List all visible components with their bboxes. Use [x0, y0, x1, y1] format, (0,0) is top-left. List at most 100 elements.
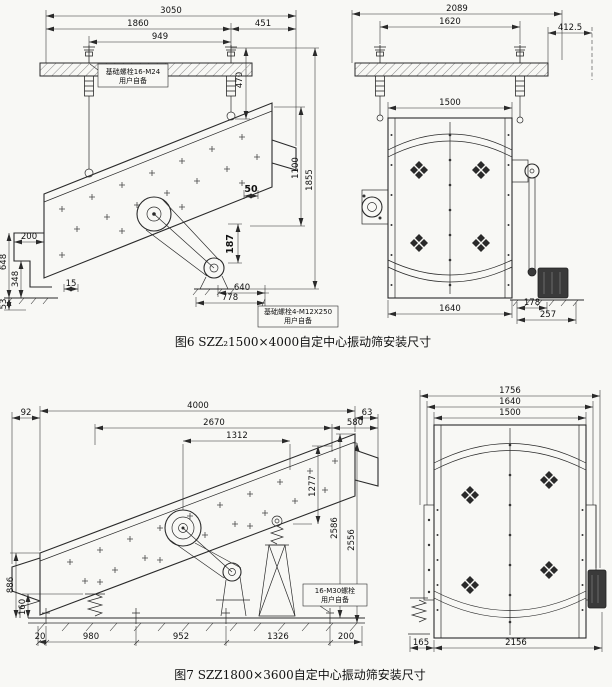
drive-arm	[153, 213, 215, 269]
mesh-icon	[540, 561, 558, 579]
screen-body-outline	[43, 102, 273, 279]
fig7-side-view: 92 4000 63 2670 580 1312	[6, 401, 379, 646]
bolt-callout: 16-M30螺栓 用户自备	[302, 583, 368, 613]
anchor-bolts	[42, 608, 334, 624]
mesh-icon	[472, 234, 490, 252]
shaft-flange	[361, 189, 389, 225]
dim-886: 886	[6, 577, 16, 593]
dim-1500: 1500	[499, 408, 521, 418]
deck-line	[39, 441, 356, 562]
ground-hatch	[192, 288, 235, 296]
side-rails	[394, 118, 506, 298]
dim-53: 53	[0, 299, 9, 310]
v-belt	[169, 539, 242, 579]
dim-257: 257	[540, 310, 556, 320]
dim-1326: 1326	[267, 632, 289, 642]
bolt-label-top: 基础螺栓16-M24	[106, 67, 161, 76]
bolt-note: 用户自备	[321, 595, 349, 604]
mesh-icon	[540, 471, 558, 489]
dim-63: 63	[362, 408, 373, 418]
seam-bolts	[448, 133, 452, 287]
hanger-left	[82, 44, 96, 178]
dim-470: 470	[235, 72, 245, 88]
vibrator-pulley	[136, 196, 172, 232]
dim-1100: 1100	[291, 157, 301, 179]
dim-1620: 1620	[439, 17, 461, 27]
dim-20: 20	[35, 632, 46, 642]
dim-980: 980	[83, 632, 99, 642]
mesh-icon	[461, 486, 479, 504]
screen-perforation-marks	[66, 457, 339, 586]
motor	[587, 569, 607, 609]
dim-778: 778	[222, 293, 238, 303]
dim-1756: 1756	[499, 386, 521, 396]
left-mount-channel	[408, 504, 435, 635]
rear-spring-pedestal	[258, 515, 296, 617]
dim-1640: 1640	[499, 397, 521, 407]
dim-200: 200	[21, 232, 37, 242]
dim-50: 50	[244, 184, 258, 195]
dim-92: 92	[21, 408, 32, 418]
dim-200: 200	[338, 632, 354, 642]
dim-348: 348	[11, 271, 21, 287]
fig7-caption: 图7 SZZ1800×3600自定中心振动筛安装尺寸	[174, 667, 425, 682]
mesh-icon	[410, 234, 428, 252]
dim-160: 160	[18, 599, 28, 615]
discharge-spout	[354, 449, 379, 487]
bolt-note-bottom: 用户自备	[284, 316, 312, 325]
foundation	[28, 608, 365, 632]
motor	[216, 562, 250, 617]
dim-1500: 1500	[439, 98, 461, 108]
dim-1860: 1860	[127, 19, 149, 29]
dim-1640: 1640	[439, 304, 461, 314]
bolt-note-top: 用户自备	[119, 76, 147, 85]
mesh-icon	[472, 161, 490, 179]
dim-2586: 2586	[330, 517, 340, 539]
rail-rivets	[390, 134, 510, 286]
dim-2089: 2089	[446, 4, 468, 14]
feed-step	[19, 600, 41, 618]
dim-2556: 2556	[347, 529, 357, 551]
dim-451: 451	[255, 19, 271, 29]
dim-1312: 1312	[226, 431, 248, 441]
fig6-caption: 图6 SZZ₂1500×4000自定中心振动筛安装尺寸	[175, 334, 431, 349]
dim-412_5: 412.5	[558, 23, 582, 33]
dim-2670: 2670	[203, 418, 225, 428]
seam-bolts	[508, 443, 512, 624]
dim-15: 15	[66, 279, 77, 289]
mesh-icon	[410, 161, 428, 179]
discharge-spout	[271, 139, 297, 171]
mesh-icon	[461, 576, 479, 594]
dim-178: 178	[524, 298, 540, 308]
fig6-side-view: 3050 1860 451 949 470 50 187	[0, 6, 339, 328]
dim-640: 640	[234, 283, 250, 293]
hanger-left	[373, 44, 387, 122]
dim-648: 648	[0, 254, 9, 270]
dim-4000: 4000	[187, 401, 209, 411]
motor	[194, 257, 234, 290]
motor	[537, 267, 569, 299]
bolt-callout-top: 基础螺栓16-M24 用户自备	[89, 63, 169, 88]
dim-165: 165	[413, 638, 429, 648]
side-rails	[440, 425, 580, 638]
hanger-right	[224, 44, 238, 121]
deck-line	[43, 110, 273, 203]
bolt-callout-bottom: 基础螺栓4-M12X250 用户自备	[257, 298, 339, 328]
dim-3050: 3050	[160, 6, 182, 16]
rail-rivets	[436, 509, 584, 611]
bolt-label: 16-M30螺栓	[315, 586, 355, 595]
v-belt	[145, 198, 220, 277]
bolt-label-bottom: 基础螺栓4-M12X250	[264, 307, 332, 316]
dim-2156: 2156	[505, 638, 527, 648]
fig6-end-view: 2089 1620 412.5 1500	[351, 4, 593, 324]
dim-580: 580	[347, 418, 363, 428]
fig7-end-view: 1756 1640 1500 165 2156	[408, 386, 607, 652]
dim-1855: 1855	[305, 169, 315, 191]
vibrator-pulley	[164, 509, 202, 547]
right-mount-and-motor	[585, 504, 607, 609]
dim-1277: 1277	[308, 475, 318, 497]
dim-952: 952	[173, 632, 189, 642]
dim-187: 187	[225, 234, 236, 254]
